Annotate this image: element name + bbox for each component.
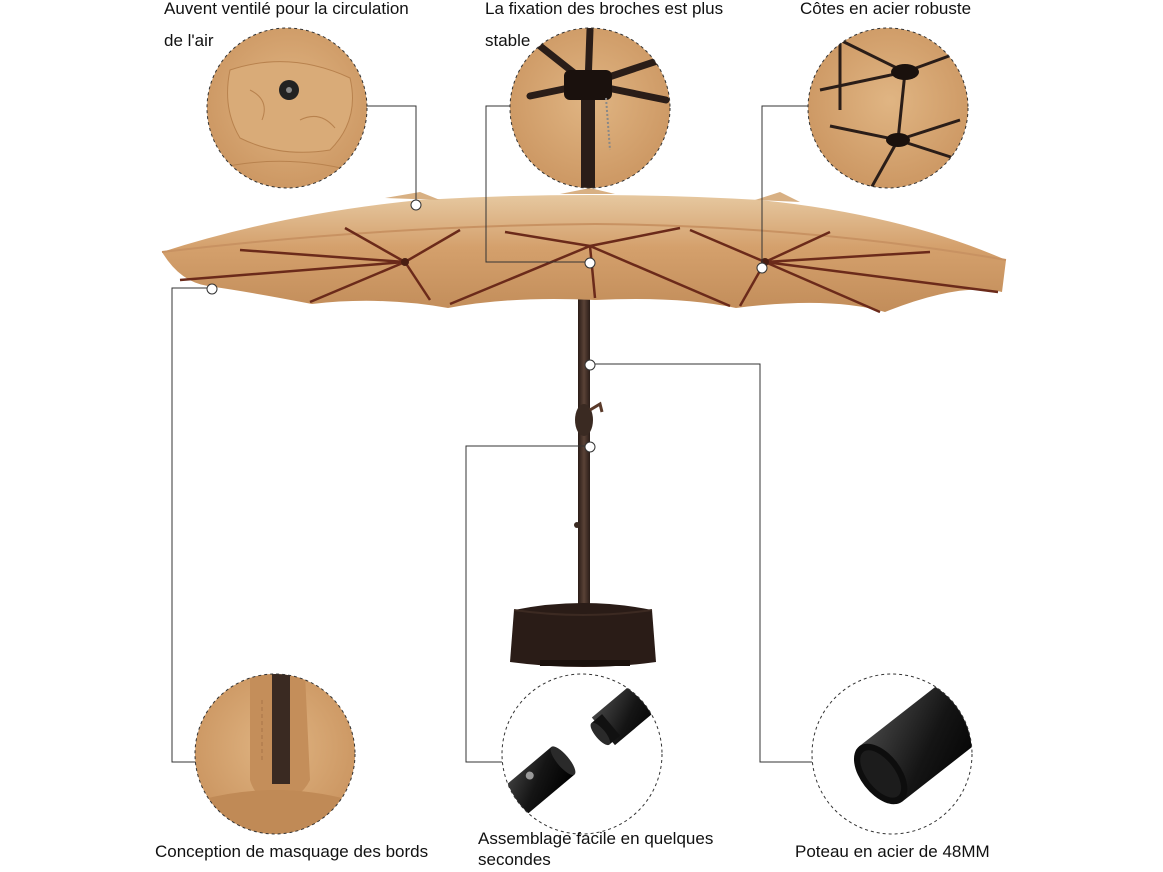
- marker-assembly: [584, 441, 596, 453]
- detail-edges: [194, 673, 356, 835]
- callout-pole-label: Poteau en acier de 48MM: [795, 842, 990, 861]
- callout-vent-label: Auvent ventilé pour la circulation de l'…: [164, 0, 409, 50]
- umbrella-canopy: [161, 188, 1007, 314]
- marker-ribs: [756, 262, 768, 274]
- umbrella: [161, 188, 1007, 667]
- callout-ribs-label: Côtes en acier robuste: [800, 0, 972, 18]
- umbrella-base: [510, 603, 656, 667]
- marker-edges: [206, 283, 218, 295]
- detail-pins: [509, 27, 671, 189]
- callout-connectors: [171, 105, 812, 763]
- callout-pins-label: La fixation des broches est plus stable: [485, 0, 724, 50]
- crank-handle: [575, 401, 604, 436]
- marker-pole: [584, 359, 596, 371]
- marker-pins: [584, 257, 596, 269]
- callout-edges-label: Conception de masquage des bords: [155, 842, 429, 861]
- callout-assembly-label: Assemblage facile en quelques secondes: [478, 829, 714, 869]
- detail-assembly: [501, 673, 663, 835]
- detail-vent: [206, 27, 368, 189]
- detail-pole: [811, 673, 973, 835]
- callout-markers: [206, 199, 768, 453]
- detail-ribs: [807, 27, 969, 189]
- marker-vent: [410, 199, 422, 211]
